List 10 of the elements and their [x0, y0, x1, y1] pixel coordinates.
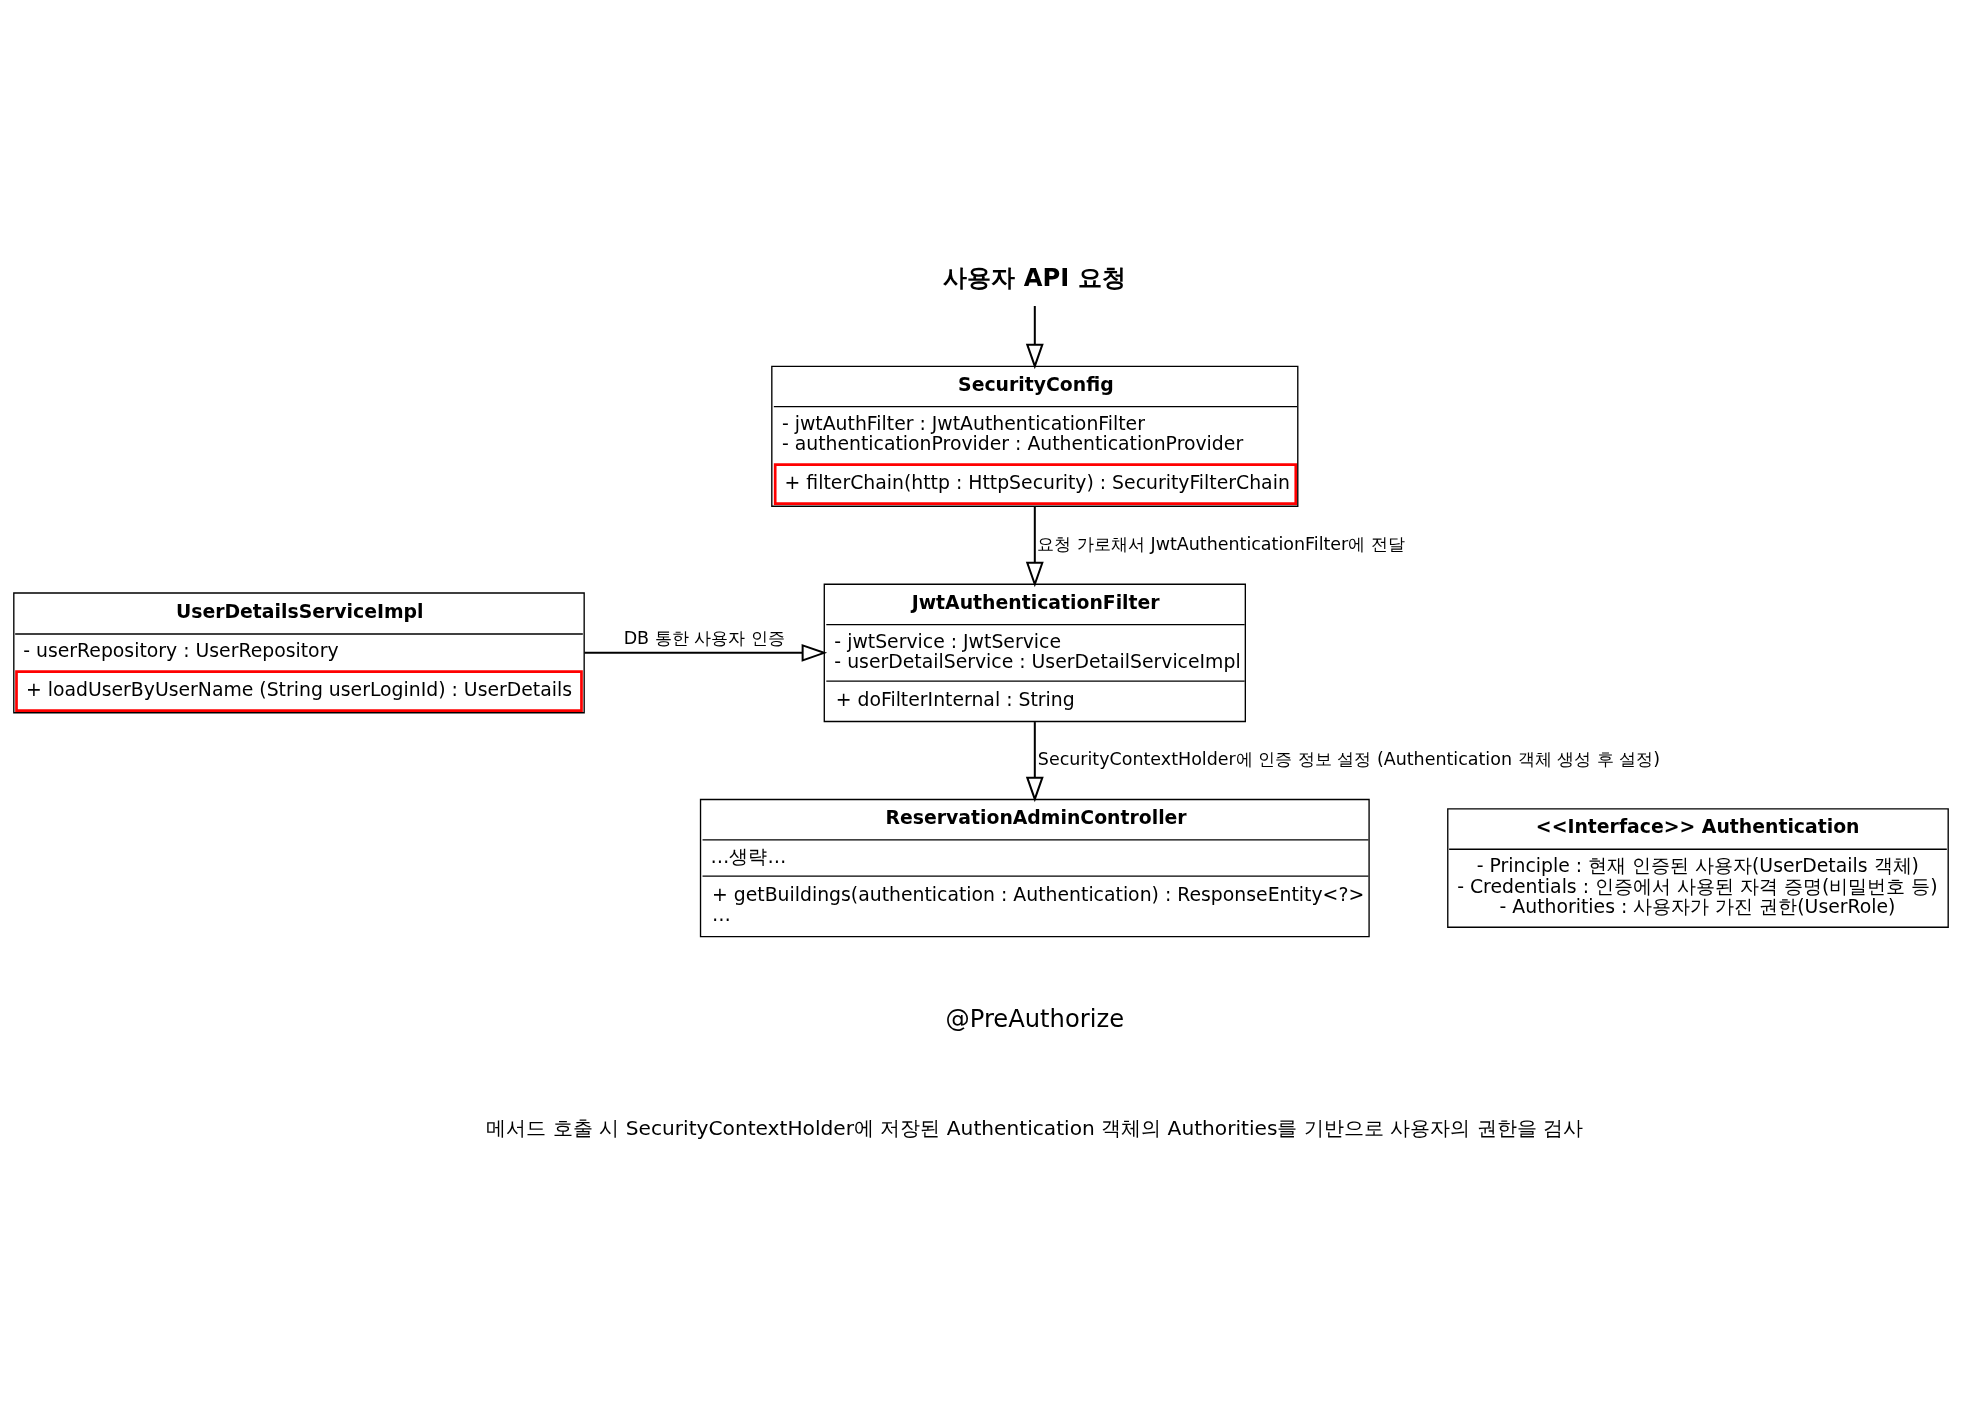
arrow: [1025, 306, 1044, 370]
edge-label: SecurityContextHolder에 인증 정보 설정 (Authentication 객체 생성 후 설정): [1037, 749, 1660, 770]
label: @PreAuthorize: [945, 1005, 1125, 1034]
edge-label: DB 통한 사용자 인증: [623, 627, 785, 648]
arrow: [1025, 722, 1044, 803]
arrow: [584, 643, 828, 662]
label: 메서드 호출 시 SecurityContextHolder에 저장된 Authentication 객체의 Authorities를 기반으로 사용자의 권한을 검사: [486, 1116, 1584, 1141]
node-text: 사용자 API 요청: [943, 264, 1126, 293]
edge-label: 요청 가로채서 JwtAuthenticationFilter에 전달: [1037, 533, 1405, 554]
arrow: [1025, 506, 1044, 588]
